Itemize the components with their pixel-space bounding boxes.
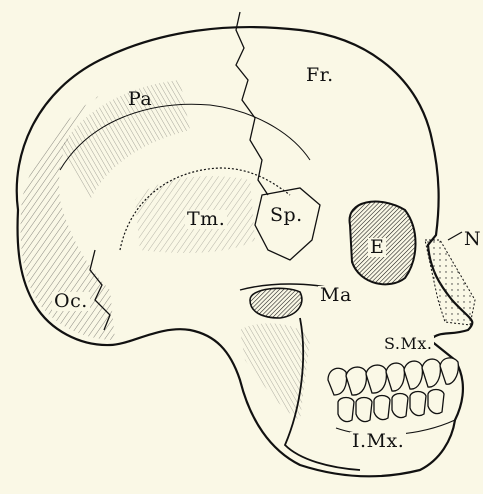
coronal-suture — [236, 12, 268, 195]
label-occipital: Oc. — [52, 292, 90, 311]
label-inferior-maxilla: I.Mx. — [350, 432, 406, 451]
label-frontal: Fr. — [306, 66, 334, 85]
label-superior-maxilla: S.Mx. — [382, 336, 434, 352]
label-malar: Ma — [318, 286, 354, 305]
jaw-shading — [240, 323, 310, 420]
nasal-area — [425, 240, 475, 325]
ear-canal — [250, 288, 302, 318]
label-parietal: Pa — [128, 90, 152, 109]
label-temporal: Tm. — [185, 210, 227, 229]
label-nasal: N — [464, 230, 481, 249]
label-ethmoid: E — [368, 238, 386, 257]
label-sphenoid: Sp. — [268, 206, 305, 225]
